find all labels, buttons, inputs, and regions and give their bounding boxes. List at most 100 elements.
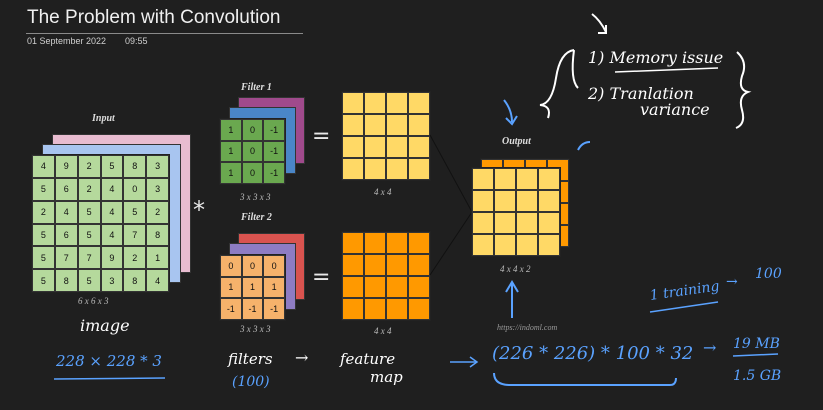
filter1-label: Filter 1 [241, 82, 272, 93]
output-front-cell [494, 212, 516, 234]
input-cell: 4 [146, 269, 169, 292]
filter1-cell: 1 [220, 140, 242, 163]
input-cell: 4 [54, 200, 78, 224]
note-date: 01 September 2022 [27, 36, 107, 46]
input-label: Input [92, 113, 115, 124]
filter2-dims: 3 x 3 x 3 [240, 324, 271, 334]
map2-cell [386, 232, 408, 254]
map1-cell [342, 114, 364, 136]
filter2-cell: 1 [263, 276, 285, 299]
map2-cell [342, 232, 364, 254]
filter2-cell: -1 [220, 298, 242, 320]
filter2-cell: -1 [263, 298, 285, 320]
filter1-cell: -1 [263, 119, 285, 141]
output-front-cell [472, 190, 494, 212]
annotation-filters: filters [228, 350, 273, 368]
map1-cell [386, 136, 408, 158]
convolve-symbol: * [193, 196, 205, 224]
input-cell: 9 [54, 155, 78, 178]
map1-cell [408, 158, 430, 180]
annotation-arrow-1: → [295, 348, 309, 367]
input-dims: 6 x 6 x 3 [78, 296, 109, 306]
output-front-cell [494, 234, 516, 256]
input-cell: 4 [32, 155, 55, 178]
map2-cell [342, 298, 364, 320]
annotation-image-size: 228 × 228 * 3 [56, 352, 162, 370]
filter2-cell: 0 [263, 255, 285, 277]
map2-cell [408, 254, 430, 276]
map1-cell [386, 114, 408, 136]
output-front-cell [472, 212, 494, 234]
output-front-cell [538, 212, 560, 234]
input-cell: 5 [77, 223, 101, 247]
map2-cell [342, 276, 364, 298]
map1-cell [408, 114, 430, 136]
filter2-cell: 0 [241, 255, 264, 277]
annotation-arrow-2: → [703, 338, 717, 357]
source-url: https://indoml.com [497, 323, 558, 332]
map1-cell [342, 136, 364, 158]
equals-symbol-2: = [312, 265, 331, 290]
input-cell: 5 [123, 200, 147, 224]
input-cell: 5 [100, 155, 124, 178]
output-dims: 4 x 4 x 2 [500, 264, 531, 274]
map2-cell [364, 232, 386, 254]
annotation-image: image [80, 316, 130, 335]
input-cell: 8 [123, 269, 147, 292]
feature-map-2-dims: 4 x 4 [374, 326, 392, 336]
input-cell: 3 [146, 155, 169, 178]
output-front-cell [516, 212, 538, 234]
filter1-cell: 1 [220, 162, 242, 184]
output-front-cell [538, 168, 560, 190]
input-cell: 3 [146, 177, 169, 201]
note-time: 09:55 [125, 36, 148, 46]
feature-map-1-dims: 4 x 4 [374, 187, 392, 197]
output-front-cell [538, 190, 560, 212]
map2-cell [364, 298, 386, 320]
annotation-feature: feature [340, 350, 396, 368]
map1-cell [364, 92, 386, 114]
map2-cell [386, 254, 408, 276]
annotation-filters-count: (100) [232, 374, 270, 390]
equals-symbol-1: = [312, 124, 331, 149]
annotation-arrow-3: → [726, 274, 738, 290]
input-cell: 2 [77, 177, 101, 201]
filter1-cell: 1 [220, 119, 242, 141]
map2-cell [408, 276, 430, 298]
filter1-cell: -1 [263, 162, 285, 184]
output-front-cell [516, 190, 538, 212]
page-title: The Problem with Convolution [27, 7, 281, 28]
output-layer-yellow [471, 167, 561, 257]
output-front-cell [538, 234, 560, 256]
input-cell: 6 [54, 177, 78, 201]
annotation-calculation: (226 * 226) * 100 * 32 [492, 343, 694, 364]
title-underline [26, 33, 303, 34]
input-cell: 3 [100, 269, 124, 292]
annotation-result-gb: 1.5 GB [733, 368, 782, 384]
map2-cell [364, 254, 386, 276]
input-cell: 4 [100, 200, 124, 224]
input-cell: 8 [123, 155, 147, 178]
map1-cell [342, 92, 364, 114]
map1-cell [386, 158, 408, 180]
map2-cell [408, 298, 430, 320]
input-cell: 5 [32, 177, 55, 201]
input-cell: 7 [77, 246, 101, 270]
input-cell: 7 [54, 246, 78, 270]
filter1-dims: 3 x 3 x 3 [240, 192, 271, 202]
feature-map-2 [341, 231, 431, 321]
filter2-cell: 1 [241, 276, 264, 299]
filter2-cell: 1 [220, 276, 242, 299]
input-cell: 8 [54, 269, 78, 292]
input-cell: 2 [123, 246, 147, 270]
annotation-issue-2-line2: variance [640, 100, 710, 119]
map2-cell [386, 298, 408, 320]
map2-cell [342, 254, 364, 276]
input-cell: 4 [100, 223, 124, 247]
input-cell: 1 [146, 246, 169, 270]
